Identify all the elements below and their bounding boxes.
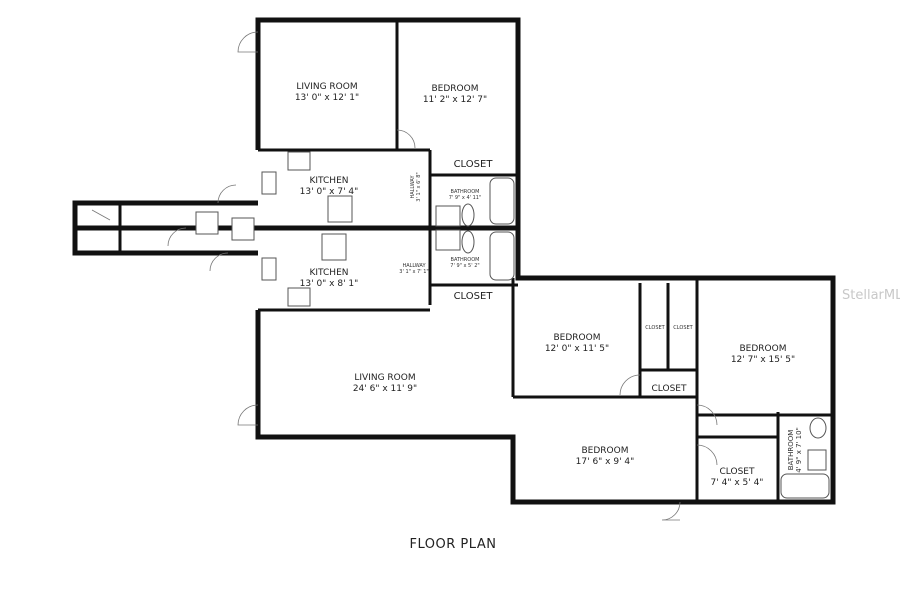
room-dims: 7' 9" x 4' 11"	[449, 195, 482, 201]
room-name: CLOSET	[673, 325, 693, 331]
room-dims: 7' 9" x 5' 2"	[450, 263, 479, 269]
room-name: CLOSET	[652, 384, 687, 394]
sink-icon	[435, 229, 461, 251]
walls	[72, 17, 836, 505]
room-dims: 11' 2" x 12' 7"	[423, 95, 487, 105]
room-dims: 13' 0" x 12' 1"	[295, 93, 359, 103]
room-name: BEDROOM	[432, 84, 479, 94]
room-dims: 24' 6" x 11' 9"	[353, 384, 417, 394]
bathtub-icon	[489, 177, 515, 225]
sink-icon	[807, 449, 827, 471]
stove-icon	[287, 151, 311, 171]
room-name: CLOSET	[645, 325, 665, 331]
fixtures	[195, 151, 830, 499]
fridge-icon	[321, 233, 347, 261]
room-name: KITCHEN	[310, 176, 349, 186]
stove-icon	[287, 287, 311, 307]
room-name: LIVING ROOM	[296, 82, 357, 92]
room-name: BATHROOM	[451, 257, 480, 263]
room-name: LIVING ROOM	[354, 373, 415, 383]
room-dims: 4' 9" x 7' 10"	[795, 427, 803, 473]
plan-title: FLOOR PLAN	[410, 537, 497, 552]
room-labels: LIVING ROOM 13' 0" x 12' 1" BEDROOM 11' …	[295, 82, 803, 488]
toilet-icon	[461, 203, 475, 227]
room-name: BEDROOM	[554, 333, 601, 343]
sink-icon	[435, 205, 461, 227]
fixture-box-icon	[231, 217, 255, 241]
room-name: BATHROOM	[451, 189, 480, 195]
sink-icon	[261, 257, 277, 281]
fridge-icon	[327, 195, 353, 223]
room-dims: 13' 0" x 7' 4"	[300, 187, 359, 197]
bathtub-icon	[489, 231, 515, 281]
bathtub-icon	[780, 473, 830, 499]
room-dims: 3' 1" x 7' 1"	[399, 269, 428, 275]
room-name: CLOSET	[454, 291, 494, 302]
watermark: StellarMLS	[842, 288, 900, 303]
room-dims: 13' 0" x 8' 1"	[300, 279, 359, 289]
room-name: BEDROOM	[740, 344, 787, 354]
room-name: CLOSET	[720, 467, 755, 477]
room-dims: 7' 4" x 5' 4"	[711, 478, 764, 488]
room-name: HALLWAY	[410, 175, 416, 199]
doors	[91, 31, 718, 521]
room-dims: 12' 0" x 11' 5"	[545, 344, 609, 354]
sink-icon	[261, 171, 277, 195]
room-name: CLOSET	[454, 159, 494, 170]
room-name: BEDROOM	[582, 446, 629, 456]
room-dims: 12' 7" x 15' 5"	[731, 355, 795, 365]
room-name: BATHROOM	[787, 430, 795, 471]
room-dims: 17' 6" x 9' 4"	[576, 457, 635, 467]
fixture-box-icon	[195, 211, 219, 235]
room-name: KITCHEN	[310, 268, 349, 278]
toilet-icon	[809, 417, 827, 439]
room-name: HALLWAY	[402, 263, 426, 269]
room-dims: 3' 1" x 6' 8"	[416, 172, 422, 201]
toilet-icon	[461, 230, 475, 254]
